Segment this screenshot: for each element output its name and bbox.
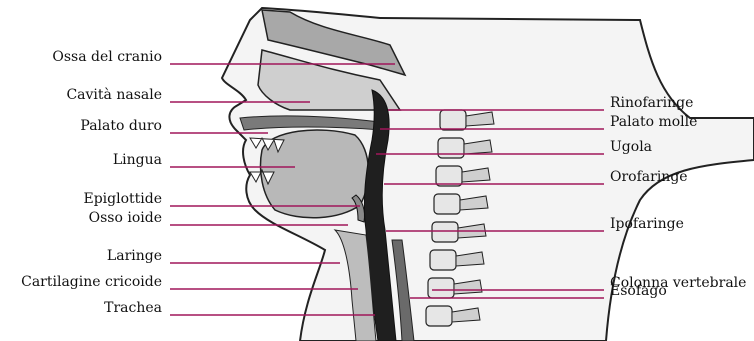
vertebra [434, 194, 460, 214]
label-cavita-nasale: Cavità nasale [66, 87, 162, 103]
label-ipofaringe: Ipofaringe [610, 216, 684, 232]
label-cartilagine-cricoide: Cartilagine cricoide [21, 274, 162, 290]
label-palato-molle: Palato molle [610, 114, 697, 130]
label-laringe: Laringe [107, 248, 162, 264]
vertebra [438, 138, 464, 158]
vertebra [426, 306, 452, 326]
label-ugola: Ugola [610, 139, 652, 155]
label-palato-duro: Palato duro [80, 118, 162, 134]
vertebra [430, 250, 456, 270]
label-epiglottide: Epiglottide [83, 191, 162, 207]
label-osso-ioide: Osso ioide [89, 210, 162, 226]
label-rinofaringe: Rinofaringe [610, 95, 693, 111]
label-ossa-del-cranio: Ossa del cranio [52, 49, 162, 65]
label-esofago: Esofago [610, 283, 667, 299]
vertebra [432, 222, 458, 242]
label-orofaringe: Orofaringe [610, 169, 688, 185]
vertebra [428, 278, 454, 298]
vertebra [440, 110, 466, 130]
vertebra [436, 166, 462, 186]
label-lingua: Lingua [113, 152, 162, 168]
label-trachea: Trachea [104, 300, 162, 316]
